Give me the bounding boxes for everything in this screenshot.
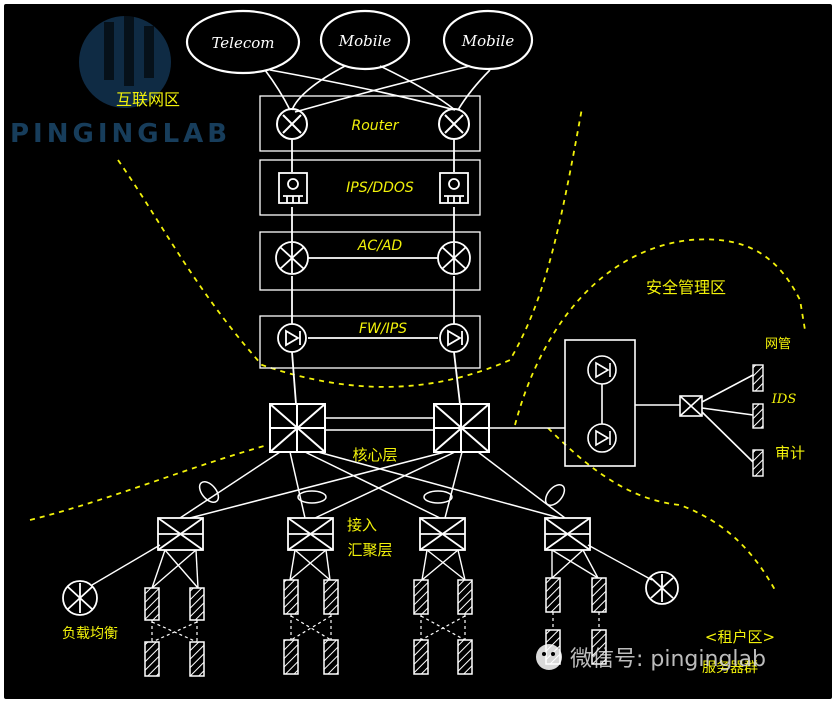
label-load-balancer: 负载均衡 — [62, 626, 118, 642]
mgmt-switch-icon — [679, 395, 703, 417]
isp-label-mobile-1: Mobile — [338, 32, 392, 50]
access-switch-icon — [144, 577, 607, 677]
label-access-layer: 接入 — [347, 516, 377, 534]
wechat-id-label: 微信号: pinginglab — [570, 647, 766, 672]
ips-ddos-layer-box — [259, 159, 481, 216]
security-mgmt-zone — [564, 339, 754, 467]
ips-device-icon — [278, 172, 469, 204]
isp-label-telecom: Telecom — [211, 34, 274, 52]
label-fw-ips: FW/IPS — [359, 321, 407, 337]
zone-boundaries — [29, 107, 806, 591]
label-router: Router — [351, 118, 399, 134]
layer-labels: Router IPS/DDOS AC/AD FW/IPS — [346, 118, 414, 337]
ac-ad-device-icon — [275, 241, 471, 275]
router-layer-box — [259, 95, 481, 152]
core-switch-icon — [269, 403, 490, 453]
label-ac-ad: AC/AD — [357, 238, 403, 254]
isp-cloud-telecom — [185, 9, 301, 75]
aggregation-switch-icon — [157, 517, 591, 551]
isp-clouds: Telecom Mobile Mobile — [185, 9, 534, 75]
label-core-layer: 核心层 — [352, 446, 397, 464]
label-server-farm: 服务器群 — [702, 660, 758, 676]
load-balancer-icon — [62, 571, 679, 616]
isp-cloud-mobile-1 — [319, 9, 411, 71]
isp-uplinks — [264, 65, 491, 113]
aggregation-to-access-links — [91, 544, 653, 589]
pinginglab-logo: PINGINGLAB — [10, 16, 231, 149]
router-icon — [276, 108, 470, 140]
isp-cloud-mobile-2 — [442, 9, 534, 71]
watermark-brand: PINGINGLAB — [10, 119, 231, 149]
label-tenant-zone: <租户区> — [705, 628, 775, 646]
firewall-icon — [277, 323, 469, 353]
label-ips-ddos: IPS/DDOS — [346, 180, 414, 196]
label-security-mgmt-zone: 安全管理区 — [646, 278, 726, 297]
core-interlinks — [325, 417, 565, 431]
wechat-watermark: 微信号: pinginglab — [536, 644, 766, 672]
label-nms: 网管 — [765, 337, 791, 352]
isp-label-mobile-2: Mobile — [461, 32, 515, 50]
security-stack — [259, 95, 481, 369]
stack-links — [291, 140, 461, 405]
wechat-icon — [536, 644, 562, 670]
core-to-aggregation-links — [179, 451, 566, 519]
label-aggregation-layer: 汇聚层 — [347, 541, 392, 559]
mgmt-server-icon — [752, 364, 764, 477]
fw-ips-layer-box — [259, 315, 481, 369]
ac-ad-layer-box — [259, 231, 481, 291]
mgmt-firewall-box — [564, 339, 636, 467]
access-dotted-links — [151, 612, 600, 643]
label-audit: 审计 — [775, 444, 805, 462]
label-ids: IDS — [771, 392, 797, 407]
label-internet-zone: 互联网区 — [116, 90, 180, 109]
